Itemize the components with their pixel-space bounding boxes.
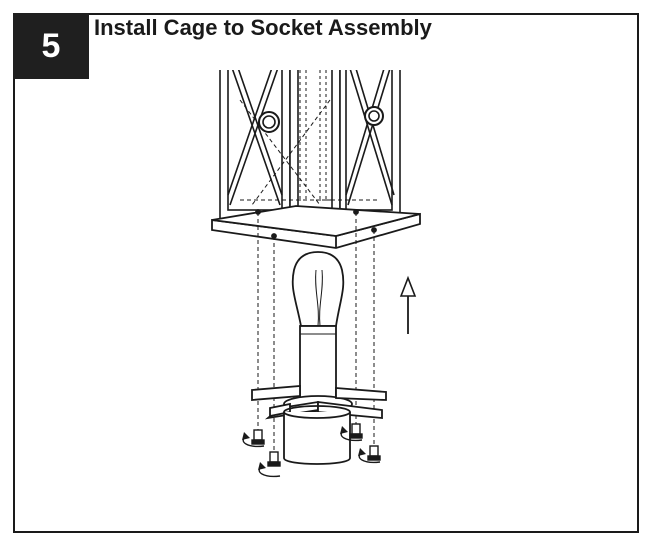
canopy-cylinder xyxy=(283,405,351,465)
lantern-cage xyxy=(211,70,421,249)
cage-left-face xyxy=(219,70,291,221)
cage-center-post xyxy=(289,70,341,221)
rotation-arrowheads xyxy=(242,426,366,470)
cage-right-face xyxy=(339,70,401,221)
step-number: 5 xyxy=(41,26,61,65)
screw-1 xyxy=(251,429,265,445)
socket xyxy=(299,325,337,399)
up-arrow-icon xyxy=(399,275,417,334)
assembly-illustration xyxy=(211,70,421,478)
step-number-badge: 5 xyxy=(13,13,89,79)
light-bulb xyxy=(291,251,345,327)
screw-2 xyxy=(267,451,281,467)
screw-3 xyxy=(349,423,363,439)
cage-base-plate xyxy=(211,205,421,249)
screw-4 xyxy=(367,445,381,461)
step-title: Install Cage to Socket Assembly xyxy=(94,15,432,40)
